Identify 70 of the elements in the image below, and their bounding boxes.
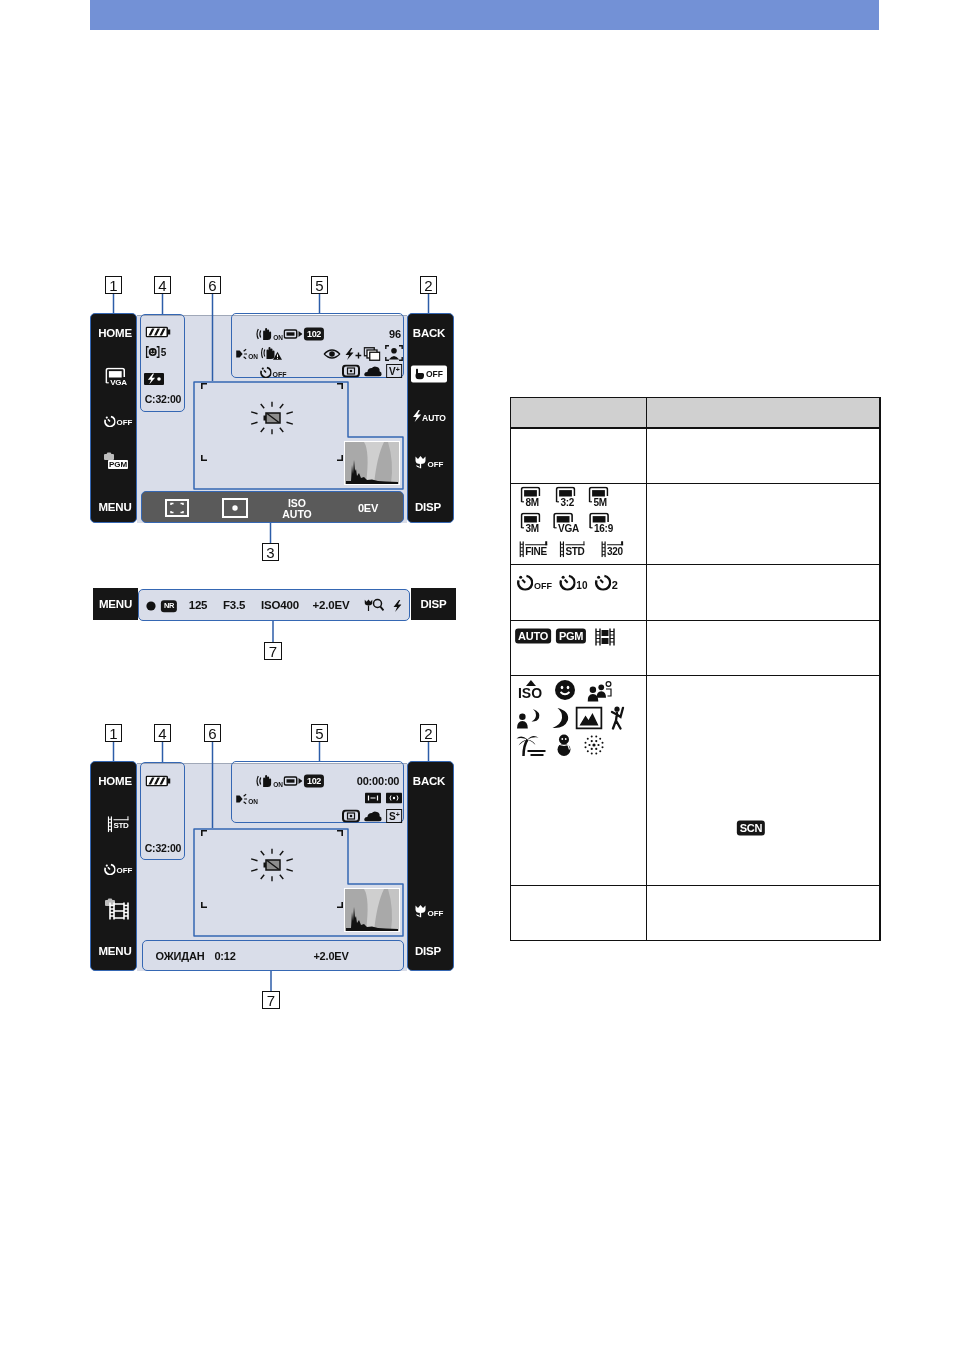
back-label: BACK: [412, 776, 446, 788]
info-bar: [142, 940, 404, 971]
side-panel: [90, 761, 137, 971]
callout-number: 7: [262, 991, 280, 1009]
callout-number: 2: [420, 276, 437, 294]
leader-line: [318, 741, 321, 762]
menu-label: MENU: [98, 946, 132, 958]
recording-time-text: C:32:00: [144, 842, 182, 854]
leader-line: [161, 741, 164, 763]
side-panel: [407, 313, 454, 523]
leader-line: [270, 970, 272, 992]
exposure-text: +2.0EV: [312, 600, 350, 612]
home-label: HOME: [98, 776, 132, 788]
elapsed-time-text: 0:12: [214, 950, 236, 962]
leader-line: [112, 741, 115, 762]
disp-label: DISP: [415, 946, 441, 958]
status-panel: [231, 761, 404, 823]
recording-timer-text: 00:00:00: [356, 775, 400, 787]
disp-label: DISP: [415, 502, 441, 514]
focus-area: [193, 381, 404, 490]
callout-number: 1: [105, 276, 122, 294]
iso-setting-text: ISO AUTO: [282, 497, 312, 519]
callout-number: 5: [311, 276, 328, 294]
callout-number: 3: [262, 543, 279, 561]
recording-time-text: C:32:00: [144, 393, 182, 405]
leader-line: [269, 522, 272, 544]
folder-number: 102: [303, 327, 325, 341]
leader-line: [112, 293, 115, 314]
status-text: ОЖИДАН: [155, 950, 205, 962]
status-panel: [140, 762, 185, 860]
leader-line: [427, 293, 430, 314]
callout-number: 6: [204, 724, 221, 742]
status-panel: [231, 313, 404, 378]
home-label: HOME: [98, 328, 132, 340]
info-bar: [138, 589, 410, 621]
scene-badge: SCN: [736, 820, 766, 836]
leader-line: [427, 741, 430, 762]
leader-line: [211, 741, 214, 829]
aperture-text: F3.5: [222, 600, 246, 612]
callout-number: 4: [154, 276, 171, 294]
menu-label: MENU: [98, 502, 132, 514]
menu-button: MENU: [93, 588, 138, 620]
exposure-text: +2.0EV: [313, 950, 349, 962]
leader-line: [211, 293, 214, 382]
image-count-text: 96: [389, 328, 401, 340]
callout-number: 1: [105, 724, 122, 742]
mode-badge: AUTO: [515, 628, 551, 644]
mode-badge: PGM: [555, 628, 587, 644]
exposure-text: 0EV: [357, 502, 379, 514]
iso-text: ISO400: [261, 600, 299, 612]
side-panel: [90, 313, 137, 523]
letter-icon: S$^{+}$: [386, 809, 402, 823]
folder-number: 102: [303, 774, 325, 788]
back-label: BACK: [412, 328, 446, 340]
callout-number: 2: [420, 724, 437, 742]
setting-bar: [141, 491, 404, 523]
callout-number: 4: [154, 724, 171, 742]
callout-number: 5: [311, 724, 328, 742]
callout-number: 7: [264, 642, 282, 660]
letter-icon: V$^{+}$: [386, 364, 402, 378]
side-panel: [407, 761, 454, 971]
status-panel: [140, 314, 185, 412]
shutter-speed-text: 125: [188, 600, 208, 612]
callout-number: 6: [204, 276, 221, 294]
setting-label: OFF: [426, 369, 443, 379]
leader-line: [318, 293, 321, 314]
leader-line: [272, 620, 274, 643]
leader-line: [161, 293, 164, 315]
disp-button: DISP: [411, 588, 456, 620]
focus-area: [193, 828, 404, 937]
